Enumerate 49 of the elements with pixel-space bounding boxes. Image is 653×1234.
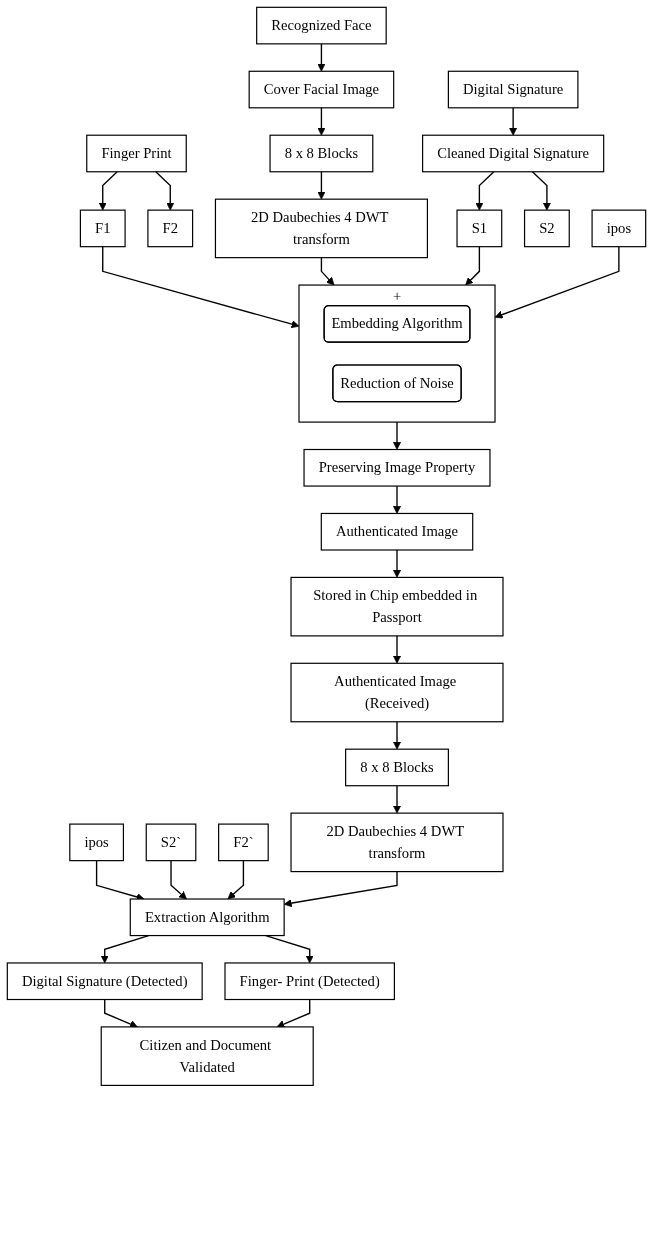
node-box: Recognized Face [256, 6, 387, 45]
node-box: Citizen and Document Validated [100, 1026, 314, 1086]
node-box: Authenticated Image [320, 512, 474, 551]
node-box: Cover Facial Image [248, 70, 395, 109]
node-box: Authenticated Image (Received) [290, 662, 504, 723]
arrow [317, 107, 326, 136]
node-box: ipos [591, 209, 647, 248]
arrow [95, 859, 145, 901]
arrow [265, 934, 314, 964]
node-box: Stored in Chip embedded in Passport [290, 576, 504, 637]
arrow [393, 785, 402, 814]
node-box: Cleaned Digital Signature [422, 134, 605, 173]
node-box: Digital Signature [447, 70, 579, 109]
arrow [393, 421, 402, 450]
node-box: S1 [456, 209, 503, 248]
node-box: S2` [145, 823, 197, 862]
arrow [102, 246, 300, 329]
node-box: Finger- Print (Detected) [224, 962, 395, 1001]
arrow [100, 934, 150, 964]
node-box: Digital Signature (Detected) [6, 962, 203, 1001]
node-box: F2 [147, 209, 194, 248]
arrow [317, 171, 326, 200]
node-box: 2D Daubechies 4 DWT transform [290, 812, 504, 873]
arrow [104, 998, 138, 1028]
arrow [393, 635, 402, 664]
arrow [227, 859, 245, 900]
arrow [170, 859, 187, 900]
node-box: 8 x 8 Blocks [345, 748, 449, 787]
node-box: 8 x 8 Blocks [269, 134, 374, 173]
arrow [320, 256, 335, 286]
node-box: F1 [79, 209, 126, 248]
node-box: S2 [523, 209, 570, 248]
arrow [393, 549, 402, 578]
node-box: ipos [69, 823, 124, 862]
arrow [531, 171, 551, 211]
arrow [475, 171, 495, 211]
node-box: Preserving Image Property [303, 448, 491, 487]
node-box: 2D Daubechies 4 DWT transform [214, 198, 428, 259]
node-box: Finger Print [86, 134, 187, 173]
arrow [509, 107, 518, 136]
arrow [317, 43, 326, 72]
node-box: F2` [218, 823, 269, 862]
arrow [393, 721, 402, 750]
node-box: Extraction Algorithm [129, 898, 285, 937]
arrow [155, 171, 175, 211]
arrow [276, 998, 311, 1028]
arrow [98, 171, 118, 211]
arrow [465, 246, 481, 286]
arrow [393, 485, 402, 514]
